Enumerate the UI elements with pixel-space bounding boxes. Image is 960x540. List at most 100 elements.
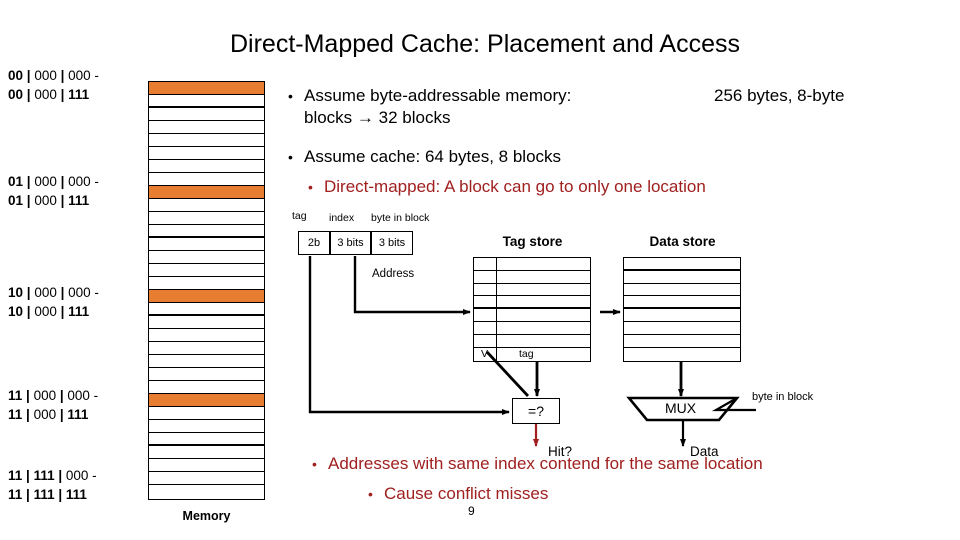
bullet-1-cont-text: blocks → 32 blocks (304, 108, 451, 127)
memory-row (149, 108, 264, 121)
data-store (623, 257, 741, 362)
data-store-row (624, 335, 740, 348)
memory-row (149, 368, 264, 381)
memory-row (149, 82, 264, 95)
memory-address-range-label-0: 00 | 000 | 000 - 00 | 000 | 111 (8, 66, 143, 104)
memory-row (149, 381, 264, 394)
addr-1-line1: 01 | 000 | 000 - (8, 174, 99, 189)
page-title: Direct-Mapped Cache: Placement and Acces… (230, 30, 740, 58)
addr-2-line1: 10 | 000 | 000 - (8, 285, 99, 300)
page-number: 9 (468, 504, 475, 518)
tag-store-row (474, 322, 590, 335)
memory-row (149, 420, 264, 433)
bullet-4-text: Addresses with same index contend for th… (328, 454, 763, 473)
comparator-box: =? (512, 398, 560, 424)
bullet-cache-size: • Assume cache: 64 bytes, 8 blocks (288, 146, 718, 168)
data-store-row (624, 296, 740, 310)
addr-0-line1: 00 | 000 | 000 - (8, 68, 99, 83)
memory-row (149, 329, 264, 342)
memory-row (149, 290, 264, 303)
comparator-label: =? (528, 403, 544, 419)
byte-in-block-wire-label: byte in block (752, 391, 814, 403)
addr-4-line2: 11 | 111 | 111 (8, 487, 87, 502)
memory-row (149, 160, 264, 173)
memory-row (149, 212, 264, 225)
memory-address-range-label-1: 01 | 000 | 000 - 01 | 000 | 111 (8, 172, 143, 210)
bullet-1-text: Assume byte-addressable memory: (304, 86, 572, 105)
data-store-row (624, 258, 740, 271)
bullet-byte-addressable-memory: • Assume byte-addressable memory: blocks… (288, 85, 688, 129)
data-store-row (624, 271, 740, 284)
bullet-glyph-icon: • (308, 179, 313, 195)
addr-3-line1: 11 | 000 | 000 - (8, 388, 99, 403)
bullet-1-right-text: 256 bytes, 8-byte (714, 85, 944, 107)
addr-1-line2: 01 | 000 | 111 (8, 193, 90, 208)
memory-row (149, 407, 264, 420)
tag-store-row (474, 284, 590, 297)
memory-row (149, 277, 264, 290)
memory-row (149, 316, 264, 329)
hit-output-label: Hit? (548, 444, 573, 459)
memory-row (149, 186, 264, 199)
memory-row (149, 303, 264, 316)
memory-row (149, 342, 264, 355)
memory-row (149, 95, 264, 108)
memory-row (149, 459, 264, 472)
address-tag-field: 2b (298, 231, 330, 255)
memory-row (149, 433, 264, 446)
memory-row (149, 472, 264, 485)
address-caption: Address (372, 268, 415, 280)
memory-block (148, 81, 265, 500)
addr-0-line2: 00 | 000 | 111 (8, 87, 90, 102)
address-index-field: 3 bits (330, 231, 371, 255)
memory-row (149, 251, 264, 264)
tag-store (473, 257, 591, 362)
data-store-row (624, 284, 740, 297)
tag-store-row (474, 271, 590, 284)
addr-4-line1: 11 | 111 | 000 - (8, 468, 97, 483)
tag-store-title: Tag store (502, 234, 563, 249)
bullet-2-text: Assume cache: 64 bytes, 8 blocks (304, 147, 562, 166)
addr-3-line2: 11 | 000 | 111 (8, 407, 89, 422)
bullet-5-text: Cause conflict misses (384, 484, 549, 503)
address-byte-in-block-field: 3 bits (371, 231, 413, 255)
address-tag-field-value: 2b (307, 237, 321, 249)
memory-row (149, 355, 264, 368)
tag-store-row (474, 309, 590, 323)
memory-row (149, 238, 264, 251)
bullet-direct-mapped: • Direct-mapped: A block can go to only … (308, 176, 908, 198)
memory-address-range-label-3: 11 | 000 | 000 - 11 | 000 | 111 (8, 386, 143, 424)
data-store-row (624, 309, 740, 323)
valid-bit-column-label: V (481, 348, 489, 360)
memory-row (149, 485, 264, 498)
data-output-label: Data (690, 444, 719, 459)
tag-store-row (474, 258, 590, 271)
tag-store-row (474, 296, 590, 310)
tag-column-label: tag (519, 348, 534, 360)
bullet-glyph-icon: • (288, 149, 293, 165)
bullet-same-index-contend: • Addresses with same index contend for … (312, 453, 932, 475)
tag-store-row (474, 335, 590, 348)
bullet-3-text: Direct-mapped: A block can go to only on… (324, 177, 706, 196)
byte-in-block-field-label: byte in block (371, 212, 430, 224)
mux-label: MUX (664, 400, 697, 416)
bullet-glyph-icon: • (312, 456, 317, 472)
memory-row (149, 173, 264, 186)
index-field-label: index (329, 212, 355, 224)
memory-row (149, 134, 264, 147)
memory-row (149, 446, 264, 459)
bullet-glyph-icon: • (368, 486, 373, 502)
memory-caption: Memory (182, 509, 231, 523)
memory-address-range-label-4: 11 | 111 | 000 - 11 | 111 | 111 (8, 466, 143, 504)
data-store-title: Data store (649, 234, 716, 249)
bullet-glyph-icon: • (288, 88, 293, 104)
address-byte-in-block-field-value: 3 bits (378, 237, 406, 249)
memory-row (149, 225, 264, 238)
memory-row (149, 147, 264, 160)
memory-row (149, 121, 264, 134)
addr-2-line2: 10 | 000 | 111 (8, 304, 90, 319)
address-index-field-value: 3 bits (337, 237, 364, 249)
memory-row (149, 394, 264, 407)
tag-field-label: tag (292, 210, 307, 222)
